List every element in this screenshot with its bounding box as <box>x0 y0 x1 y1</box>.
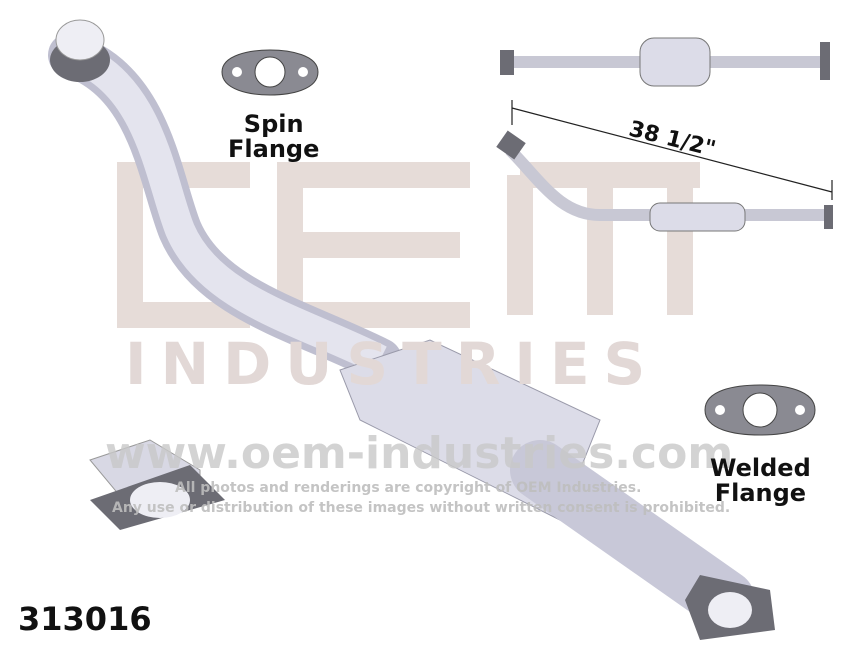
inlet-opening <box>55 19 105 61</box>
side-view-flange <box>496 130 526 160</box>
spin-label-line1: Spin <box>243 110 304 138</box>
top-view-flange <box>500 50 514 75</box>
logo-letter-e <box>277 162 470 328</box>
welded-flange-label: Welded Flange <box>710 454 811 508</box>
welded-label-line1: Welded <box>710 454 811 482</box>
welded-gasket-hole <box>742 392 778 428</box>
top-view-converter <box>639 37 711 87</box>
part-number: 313016 <box>18 600 152 638</box>
spin-gasket-hole <box>254 56 286 88</box>
logo-letter-o <box>117 162 250 328</box>
side-view-flange <box>824 205 833 229</box>
watermark-brand: INDUSTRIES <box>125 330 660 398</box>
logo-letter-m <box>507 162 700 315</box>
pipe-inlet-highlight <box>64 40 387 374</box>
dimension-line <box>511 100 833 200</box>
copyright-line-2: Any use or distribution of these images … <box>112 500 731 516</box>
spin-flange-label: Spin Flange <box>228 110 320 164</box>
pipe-outlet <box>510 440 755 630</box>
side-view-pipe <box>505 145 830 221</box>
outlet-opening <box>708 592 752 628</box>
spin-gasket-bolt-hole <box>298 67 308 77</box>
spin-label-line2: Flange <box>228 135 320 164</box>
watermark-url: www.oem-industries.com <box>105 428 734 479</box>
welded-label-line2: Flange <box>714 479 807 508</box>
copyright-line-1: All photos and renderings are copyright … <box>175 480 642 496</box>
side-view-converter <box>649 202 746 232</box>
welded-gasket-bolt-hole <box>715 405 725 415</box>
welded-gasket-bolt-hole <box>795 405 805 415</box>
welded-flange-opening <box>130 482 190 518</box>
top-view-flange <box>820 42 830 80</box>
spin-gasket-bolt-hole <box>232 67 242 77</box>
